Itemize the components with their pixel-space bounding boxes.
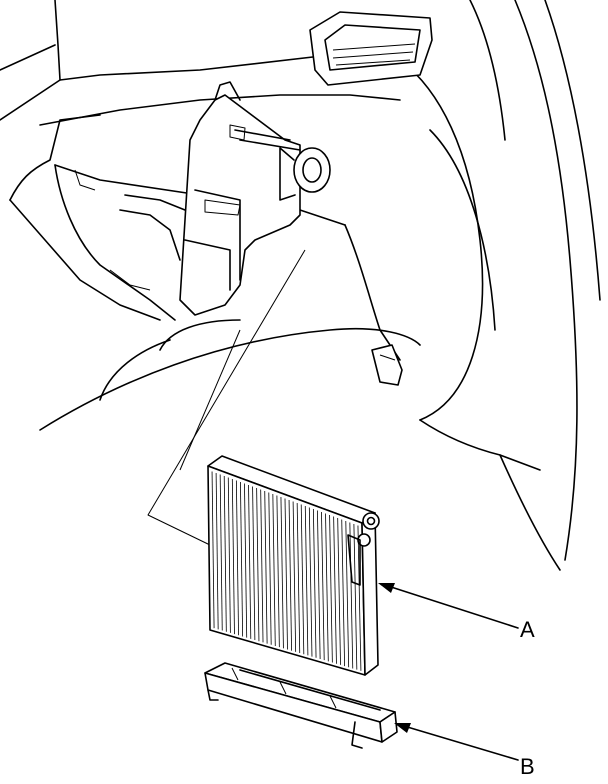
evaporator-fin xyxy=(288,499,292,651)
evaporator-fin xyxy=(329,514,333,663)
callout-label-b: B xyxy=(520,754,535,779)
evaporator-fin xyxy=(248,484,252,639)
evaporator-fin xyxy=(296,502,301,654)
evaporator-fin xyxy=(223,475,227,632)
evaporator-fin xyxy=(227,477,231,633)
evaporator-fin xyxy=(292,501,297,652)
callout-arrow-b xyxy=(394,723,519,761)
evaporator-fin xyxy=(268,492,272,645)
evaporator-fin xyxy=(357,525,362,671)
evaporator-fin xyxy=(231,478,235,635)
lower-clip xyxy=(371,344,403,386)
evaporator-fin xyxy=(272,493,276,646)
evaporator-fin xyxy=(211,471,215,629)
evaporator-fin xyxy=(235,480,239,636)
evaporator-fin xyxy=(264,490,268,644)
heater-unit-housing xyxy=(119,81,331,316)
evaporator-fin xyxy=(308,507,313,657)
evaporator-fin xyxy=(317,510,321,659)
evaporator-fin xyxy=(260,489,264,643)
evaporator-fin xyxy=(276,495,280,648)
evaporator-fin xyxy=(349,522,354,669)
evaporator-fin xyxy=(256,487,260,642)
evaporator-holder xyxy=(204,662,398,749)
callout-label-a: A xyxy=(520,617,535,642)
evaporator-fin xyxy=(325,513,329,662)
callout-arrow-a xyxy=(378,583,519,629)
evaporator-fin xyxy=(219,474,223,631)
evaporator-fin xyxy=(244,483,248,638)
dashboard-outline xyxy=(0,0,601,571)
evaporator-fin xyxy=(252,486,256,641)
evaporator-fin xyxy=(333,516,337,664)
evaporator-fin xyxy=(215,472,219,630)
evaporator-fin xyxy=(341,519,346,667)
evaporator-fin xyxy=(300,504,305,655)
evaporator-fin xyxy=(240,481,244,637)
evaporator-fins xyxy=(211,471,362,671)
evaporator-fin xyxy=(284,498,288,650)
evaporator-fin xyxy=(321,511,325,661)
evaporator-fin xyxy=(312,508,317,658)
evaporator-fin xyxy=(337,517,341,665)
evaporator-fin xyxy=(353,523,358,670)
leader-frame xyxy=(147,249,306,546)
evaporator-core xyxy=(207,455,380,676)
evaporator-pipe-fittings xyxy=(347,512,380,586)
evaporator-fin xyxy=(304,505,309,656)
evaporator-fin xyxy=(280,496,284,649)
air-vent xyxy=(309,11,433,86)
evaporator-fin xyxy=(345,520,350,668)
